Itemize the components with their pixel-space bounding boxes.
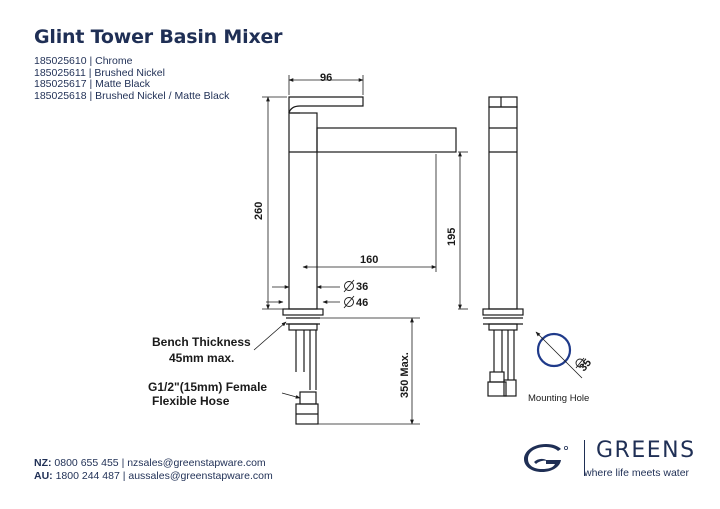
dim-base-dia-label: 46 [356, 297, 368, 309]
hose-label-line2: Flexible Hose [152, 394, 230, 408]
side-handle [488, 96, 518, 108]
spout [316, 127, 457, 153]
dim-height [262, 96, 287, 310]
mixer-body [288, 112, 318, 310]
side-body [488, 106, 518, 310]
product-code-list: 185025610 | Chrome 185025611 | Brushed N… [34, 55, 230, 102]
diameter-icon [575, 357, 585, 369]
product-code-chrome: 185025610 | Chrome [34, 55, 133, 67]
au-contact: 1800 244 487 | aussales@greenstapware.co… [52, 470, 273, 482]
contact-info: NZ: 0800 655 455 | nzsales@greenstapware… [34, 457, 273, 483]
au-label: AU: [34, 470, 53, 482]
bench-thickness-value: 45mm max. [169, 351, 234, 365]
dim-body-dia-label: 36 [356, 281, 368, 293]
diameter-icon [343, 295, 355, 309]
mounting-hole-circle [536, 332, 572, 368]
dim-max-length-label: 350 Max. [399, 352, 411, 398]
nz-label: NZ: [34, 457, 52, 469]
nz-contact: 0800 655 455 | nzsales@greenstapware.com [51, 457, 266, 469]
product-code-nickel-black: 185025618 | Brushed Nickel / Matte Black [34, 89, 230, 102]
diameter-icon [343, 279, 355, 293]
mounting-hole-label: Mounting Hole [528, 393, 589, 404]
product-code-brushed-nickel: 185025611 | Brushed Nickel [34, 66, 165, 79]
mounting-hole-view [535, 331, 585, 379]
page-title: Glint Tower Basin Mixer [34, 26, 283, 48]
side-view [482, 96, 524, 397]
base-ring [282, 308, 324, 316]
dim-spout-height [458, 151, 468, 310]
dim-max-length [318, 317, 420, 425]
brand-name: GREENS [596, 438, 696, 463]
product-code-matte-black: 185025617 | Matte Black [34, 78, 150, 91]
dim-height-label: 260 [253, 202, 265, 220]
dim-spout-height-label: 195 [446, 228, 458, 246]
dim-spout-reach-label: 160 [360, 254, 378, 266]
hose-label-line1: G1/2"(15mm) Female [148, 380, 267, 394]
dim-top-width [288, 75, 364, 95]
handle-lever [288, 96, 364, 114]
brand-divider [584, 440, 585, 476]
greens-logo-icon [524, 444, 569, 472]
bench-thickness-label: Bench Thickness [152, 335, 251, 349]
brand-tagline: where life meets water [584, 467, 690, 479]
dim-top-width-label: 96 [320, 72, 332, 84]
brand-block: GREENS where life meets water [518, 436, 698, 486]
dim-spout-reach [302, 154, 437, 272]
